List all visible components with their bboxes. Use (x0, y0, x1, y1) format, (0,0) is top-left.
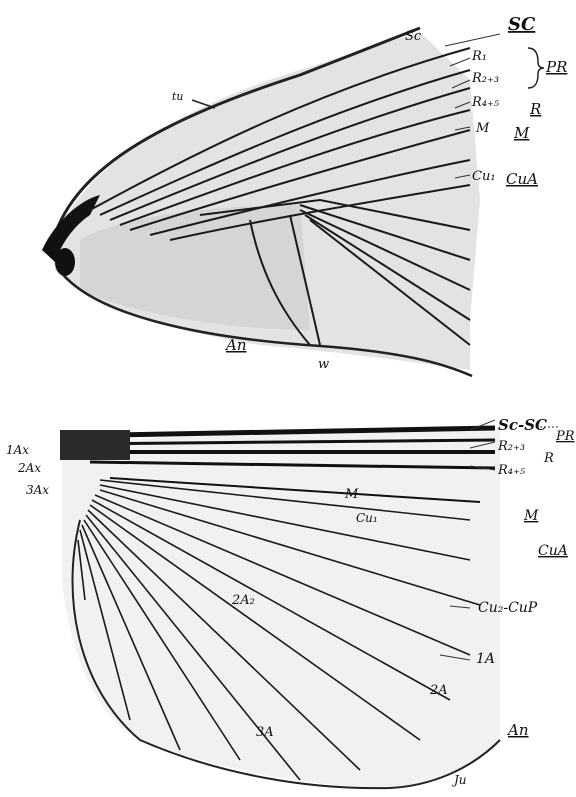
upper-label-r1: R₁ (471, 49, 487, 64)
upper-label-an: An (224, 336, 247, 354)
lower-label-m-inner: M (344, 487, 359, 502)
lower-label-ax2: 2Ax (17, 461, 41, 475)
upper-label-w: w (318, 357, 329, 372)
lower-label-ax1: 1Ax (6, 443, 29, 457)
lower-label-ju: Ju (451, 773, 467, 787)
lower-label-1a: 1A (476, 651, 495, 667)
lower-label-sc-sc: Sc-SC (498, 416, 547, 434)
lower-label-r: R (543, 451, 554, 466)
upper-label-m: M (475, 121, 490, 136)
upper-wing-base-blob (55, 248, 75, 276)
lower-wing-base-sclerite (60, 430, 130, 460)
lower-label-cu1: Cu₁ (356, 511, 378, 525)
lower-label-2a: 2A (429, 683, 448, 698)
upper-label-r45: R₄₊₅ (471, 95, 500, 110)
lower-label-ax3: 3Ax (26, 483, 49, 497)
lower-label-m-group: M (523, 508, 539, 524)
lower-label-an: An (506, 721, 529, 739)
lower-label-pr: PR (555, 429, 575, 444)
upper-label-tu: tu (172, 90, 184, 103)
lower-label-3a: 3A (256, 725, 274, 740)
upper-label-pr-group: PR (545, 58, 567, 76)
upper-label-cu1: Cu₁ (472, 169, 496, 184)
upper-label-r23: R₂₊₃ (471, 71, 499, 86)
upper-label-sc-small: Sc (405, 29, 422, 44)
upper-label-r-group: R (529, 100, 541, 118)
lower-label-2a-inner: 2A₂ (231, 593, 255, 608)
upper-label-cua-group: CuA (506, 170, 538, 188)
upper-label-m-group: M (513, 124, 530, 142)
lower-label-r23: R₂₊₃ (497, 439, 525, 454)
lower-label-cua-group: CuA (538, 543, 568, 559)
upper-label-sc-group: SC (508, 14, 536, 35)
lower-label-cu2-cup: Cu₂-CuP (478, 600, 538, 616)
lower-label-r45: R₄₊₅ (497, 463, 526, 478)
